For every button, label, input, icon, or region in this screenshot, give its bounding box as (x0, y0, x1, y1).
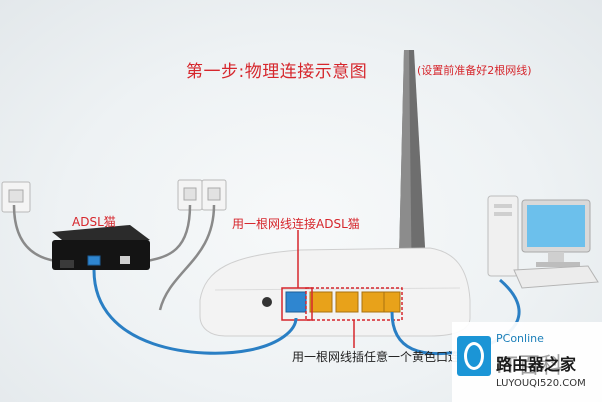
router-antenna (398, 50, 428, 300)
page-title: 第一步:物理连接示意图 (186, 62, 368, 82)
modem-label: ADSL猫 (72, 215, 116, 229)
power-cable-router (158, 204, 216, 311)
watermark-url: LUYOUQI520.COM (496, 378, 586, 389)
watermark: PConline IT百科 路由器之家 LUYOUQI520.COM (452, 322, 602, 402)
wireless-router (199, 247, 471, 337)
wall-socket-left (1, 181, 31, 213)
wall-socket-right (177, 179, 227, 211)
watermark-site-name: 路由器之家 (496, 355, 577, 374)
lan-connection-label: 用一根网线插任意一个黄色口连 (292, 350, 461, 364)
page-subtitle: (设置前准备好2根网线) (417, 64, 532, 77)
cable-modem-to-router (92, 269, 298, 355)
watermark-big-text: IT百科 (496, 354, 564, 379)
watermark-brand: PConline (496, 332, 544, 345)
computer (487, 195, 599, 289)
pconline-logo-icon (457, 336, 491, 376)
adsl-modem (52, 225, 150, 270)
wan-connection-label: 用一根网线连接ADSL猫 (232, 217, 360, 231)
